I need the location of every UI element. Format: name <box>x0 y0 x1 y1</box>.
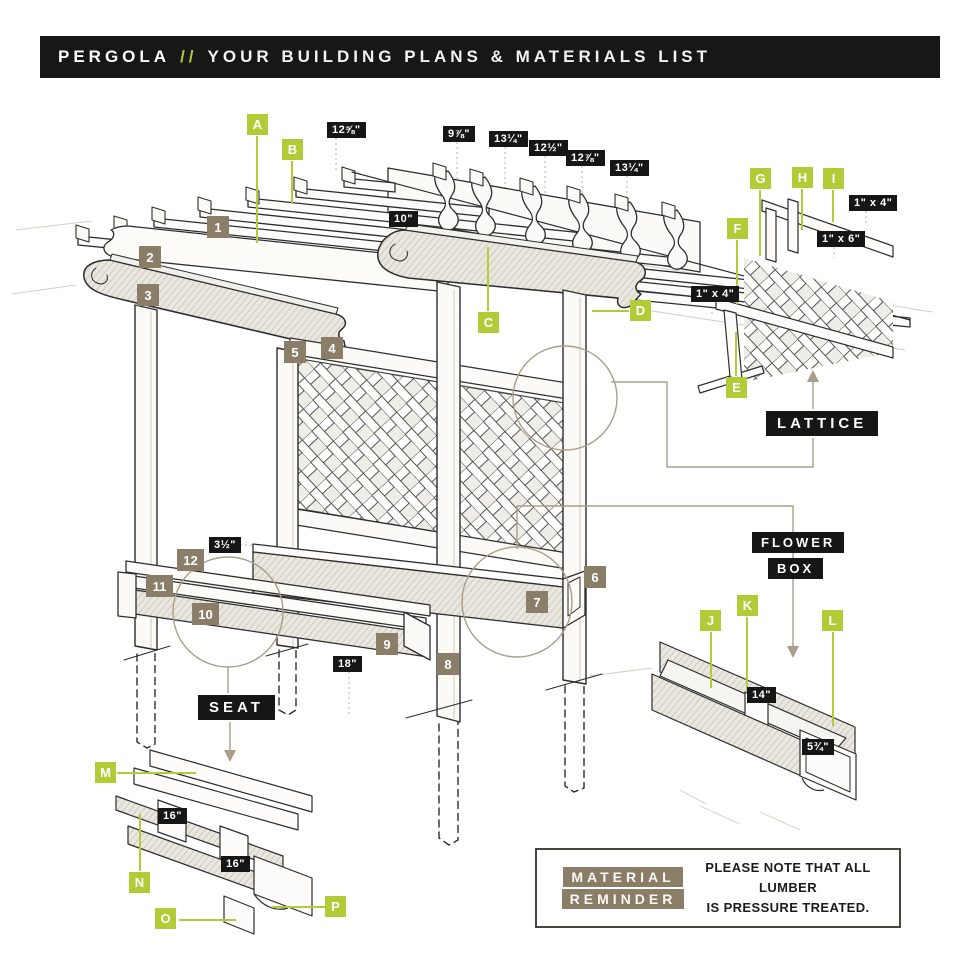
dim-flowerbox-width: 14" <box>747 687 776 703</box>
part-label-h: H <box>792 167 813 188</box>
callout-flower: FLOWER <box>752 532 845 553</box>
callout-box: BOX <box>768 558 824 579</box>
part-label-4: 4 <box>321 337 343 359</box>
header-brand: PERGOLA <box>58 47 171 66</box>
dim-seat-board-width: 3½" <box>209 537 242 553</box>
seat-detail <box>115 749 313 935</box>
header-title: YOUR BUILDING PLANS & MATERIALS LIST <box>207 47 712 66</box>
dim-beam-height: 10" <box>389 211 418 227</box>
dim-rafter-gap-1: 12⅝" <box>327 122 366 138</box>
part-label-m: M <box>95 762 116 783</box>
callout-lattice: LATTICE <box>766 411 879 436</box>
dim-seat-cleat-spacing-1: 16" <box>158 808 187 824</box>
part-label-l: L <box>822 610 843 631</box>
material-reminder-chips: MATERIAL REMINDER <box>559 867 687 909</box>
part-label-12: 12 <box>177 549 204 571</box>
part-label-e: E <box>726 377 747 398</box>
part-label-n: N <box>129 872 150 893</box>
dim-rafter-gap-4: 12½" <box>529 140 568 156</box>
part-label-8: 8 <box>437 653 459 675</box>
dim-lattice-rail-top: 1" x 4" <box>849 195 898 211</box>
part-label-o: O <box>155 908 176 929</box>
part-label-i: I <box>823 168 844 189</box>
part-label-f: F <box>727 218 748 239</box>
part-label-2: 2 <box>139 246 161 268</box>
dim-rafter-gap-2: 9⅞" <box>443 126 476 142</box>
flower-box-detail <box>651 641 857 831</box>
letter-leader-lines <box>117 136 834 921</box>
part-label-b: B <box>282 139 303 160</box>
part-label-11: 11 <box>146 575 173 597</box>
part-label-1: 1 <box>207 216 229 238</box>
dim-lattice-rail-left: 1" x 4" <box>691 286 740 302</box>
reminder-chip: REMINDER <box>561 889 685 909</box>
header-bar: PERGOLA // YOUR BUILDING PLANS & MATERIA… <box>40 36 940 78</box>
part-label-5: 5 <box>284 341 306 363</box>
part-label-d: D <box>630 300 651 321</box>
material-chip: MATERIAL <box>563 867 683 887</box>
part-label-10: 10 <box>192 603 219 625</box>
part-label-3: 3 <box>137 284 159 306</box>
dim-rafter-gap-3: 13¼" <box>489 131 528 147</box>
dim-seat-height: 18" <box>333 656 362 672</box>
part-label-j: J <box>700 610 721 631</box>
part-label-k: K <box>737 595 758 616</box>
header-separator: // <box>180 47 198 66</box>
part-label-7: 7 <box>526 591 548 613</box>
part-label-9: 9 <box>376 633 398 655</box>
part-label-p: P <box>325 896 346 917</box>
note-text-line2: IS PRESSURE TREATED. <box>706 900 870 916</box>
pergola-structure <box>75 162 911 846</box>
part-label-a: A <box>247 114 268 135</box>
note-text-line1: PLEASE NOTE THAT ALL LUMBER <box>705 859 871 895</box>
material-reminder-note: MATERIAL REMINDER PLEASE NOTE THAT ALL L… <box>535 848 901 928</box>
note-text: PLEASE NOTE THAT ALL LUMBER IS PRESSURE … <box>687 858 899 918</box>
dim-rafter-gap-5: 12⅞" <box>566 150 605 166</box>
dim-rafter-gap-6: 13¼" <box>610 160 649 176</box>
dim-lattice-rail-mid: 1" x 6" <box>817 231 866 247</box>
part-label-6: 6 <box>584 566 606 588</box>
part-label-c: C <box>478 312 499 333</box>
dim-seat-cleat-spacing-2: 16" <box>221 856 250 872</box>
part-label-g: G <box>750 168 771 189</box>
callout-seat: SEAT <box>198 695 275 720</box>
dim-flowerbox-end-height: 5¾" <box>802 739 835 755</box>
